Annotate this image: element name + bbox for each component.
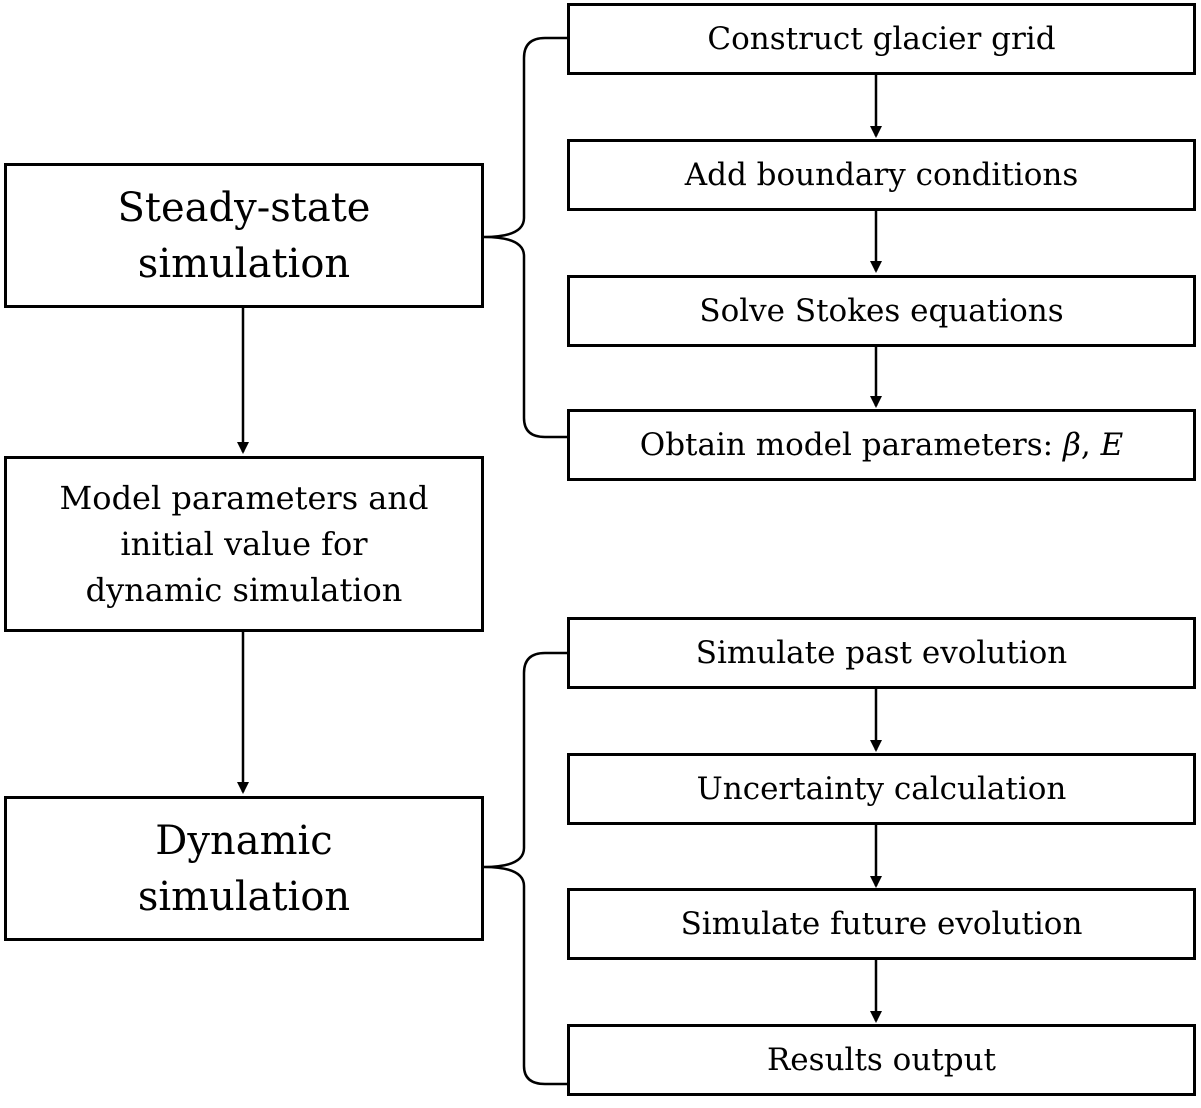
- e-symbol: E: [1100, 427, 1124, 463]
- boundary-conditions-label: Add boundary conditions: [684, 157, 1079, 193]
- model-parameters-box: Model parameters and initial value for d…: [4, 456, 484, 632]
- past-evolution-label: Simulate past evolution: [695, 635, 1068, 671]
- obtain-parameters-box: Obtain model parameters: β, E: [567, 409, 1196, 481]
- obtain-separator: ,: [1080, 427, 1101, 463]
- results-output-label: Results output: [766, 1042, 997, 1078]
- future-evolution-label: Simulate future evolution: [680, 906, 1083, 942]
- dynamic-simulation-label: Dynamic simulation: [137, 817, 351, 920]
- steady-state-label: Steady-state simulation: [117, 184, 371, 287]
- construct-grid-box: Construct glacier grid: [567, 3, 1196, 75]
- stokes-equations-box: Solve Stokes equations: [567, 275, 1196, 347]
- model-parameters-label: Model parameters and initial value for d…: [59, 479, 429, 609]
- past-evolution-box: Simulate past evolution: [567, 617, 1196, 689]
- beta-symbol: β: [1062, 427, 1081, 463]
- uncertainty-box: Uncertainty calculation: [567, 753, 1196, 825]
- obtain-prefix: Obtain model parameters:: [639, 427, 1063, 463]
- uncertainty-label: Uncertainty calculation: [696, 771, 1067, 807]
- construct-grid-label: Construct glacier grid: [707, 21, 1056, 57]
- obtain-parameters-label: Obtain model parameters: β, E: [640, 425, 1123, 465]
- steady-state-box: Steady-state simulation: [4, 163, 484, 308]
- future-evolution-box: Simulate future evolution: [567, 888, 1196, 960]
- stokes-equations-label: Solve Stokes equations: [699, 293, 1064, 329]
- brace-dynamic: [483, 651, 567, 1086]
- boundary-conditions-box: Add boundary conditions: [567, 139, 1196, 211]
- results-output-box: Results output: [567, 1024, 1196, 1096]
- dynamic-simulation-box: Dynamic simulation: [4, 796, 484, 941]
- brace-steady: [483, 36, 567, 439]
